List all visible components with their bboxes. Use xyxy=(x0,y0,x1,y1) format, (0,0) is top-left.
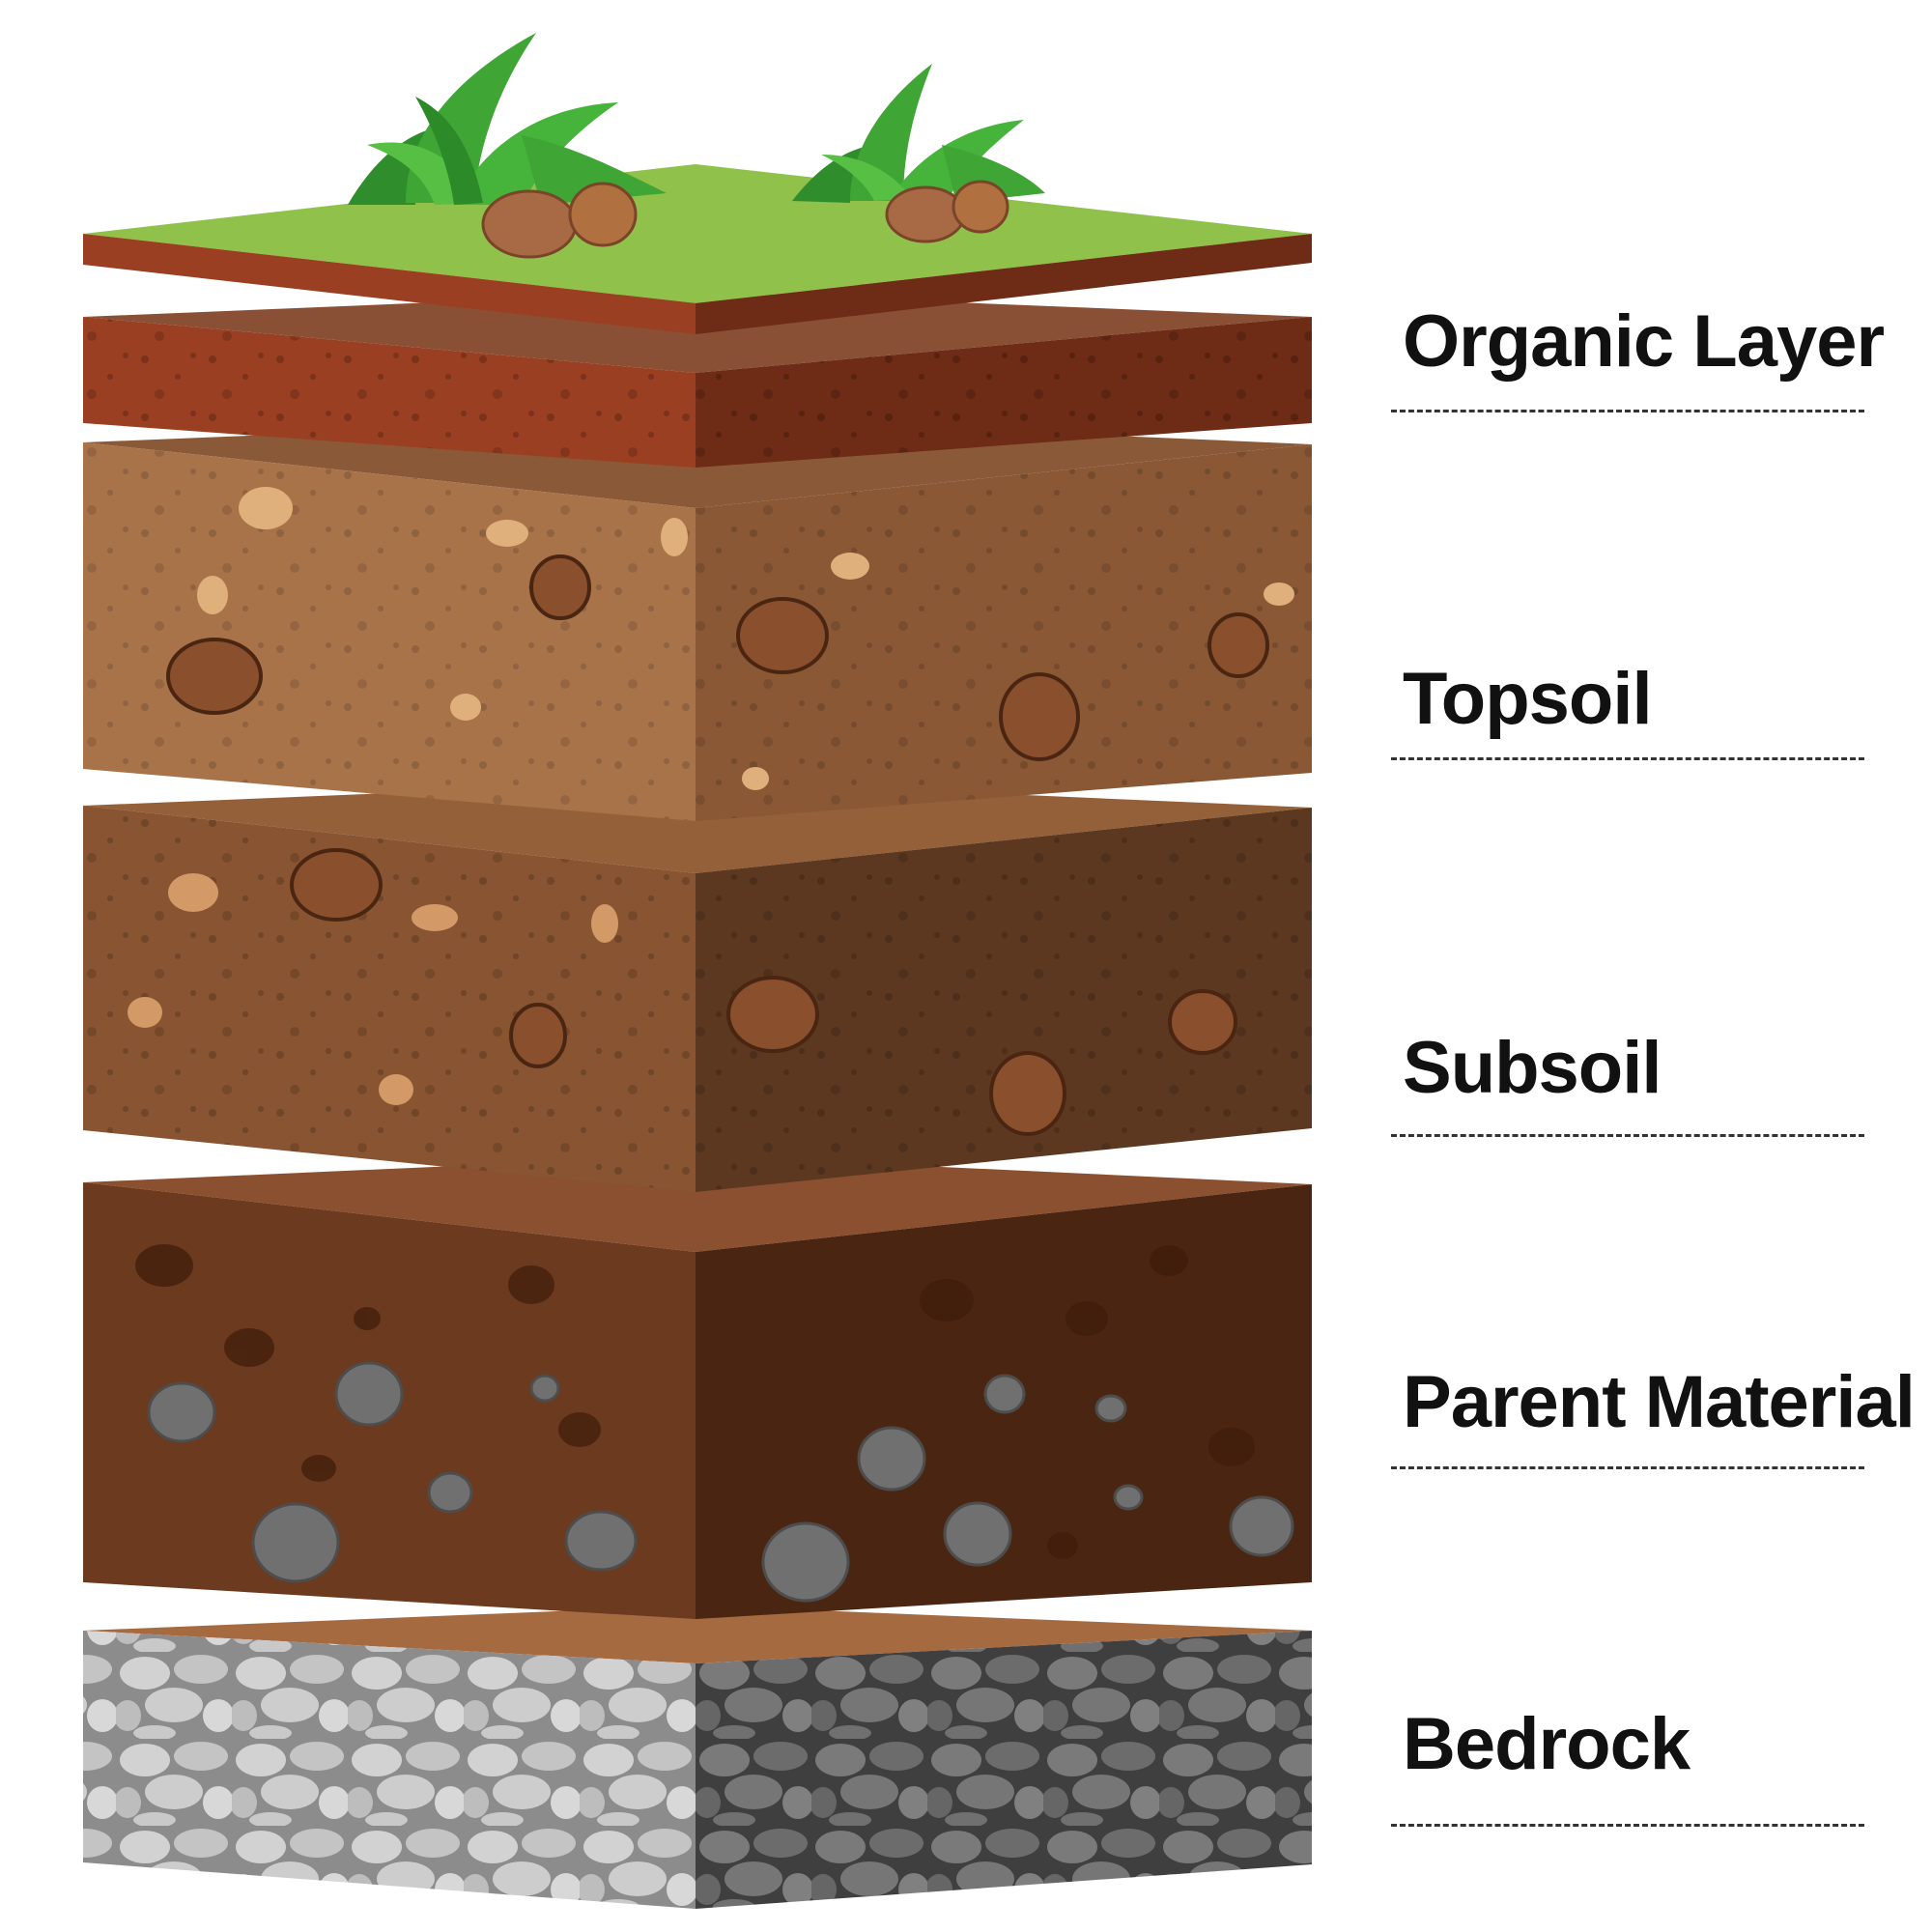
brown-pebble xyxy=(952,180,1009,234)
gray-stones xyxy=(147,1361,1294,1603)
brown-pebble xyxy=(481,189,578,259)
leader-line-topsoil xyxy=(1391,757,1864,760)
topsoil-layer xyxy=(83,417,1312,821)
parent-material-layer xyxy=(83,1155,1312,1619)
brown-pebble xyxy=(885,185,966,243)
brown-pebble xyxy=(568,182,638,247)
parent-material-top-face xyxy=(83,1155,1312,1252)
bedrock-front-face xyxy=(83,1631,696,1909)
topsoil-light-pebbles xyxy=(197,487,1294,790)
grass-surface xyxy=(83,164,1312,334)
label-subsoil: Subsoil xyxy=(1403,1027,1662,1109)
light-pebbles xyxy=(128,873,618,1105)
subsoil-layer xyxy=(83,781,1312,1192)
dark-clumps xyxy=(135,1244,1255,1559)
leader-line-subsoil xyxy=(1391,1134,1864,1137)
bedrock-top-face xyxy=(83,1605,1312,1663)
leader-line-organic-layer xyxy=(1391,410,1864,412)
label-parent-material: Parent Material xyxy=(1403,1361,1916,1443)
plant-right xyxy=(792,64,1045,243)
label-organic-layer: Organic Layer xyxy=(1403,300,1885,383)
label-topsoil: Topsoil xyxy=(1403,658,1653,740)
leader-line-parent-material xyxy=(1391,1466,1864,1469)
grass-side-edge xyxy=(696,234,1312,334)
bedrock-layer xyxy=(83,1605,1312,1909)
plant-left xyxy=(348,33,667,259)
label-bedrock: Bedrock xyxy=(1403,1703,1690,1785)
leader-line-bedrock xyxy=(1391,1824,1864,1827)
grass-front-edge xyxy=(83,234,696,334)
subsoil-rocks xyxy=(290,848,1237,1136)
topsoil-rocks xyxy=(166,554,1269,761)
bedrock-side-face xyxy=(696,1631,1312,1909)
subsoil-top-face xyxy=(83,781,1312,873)
